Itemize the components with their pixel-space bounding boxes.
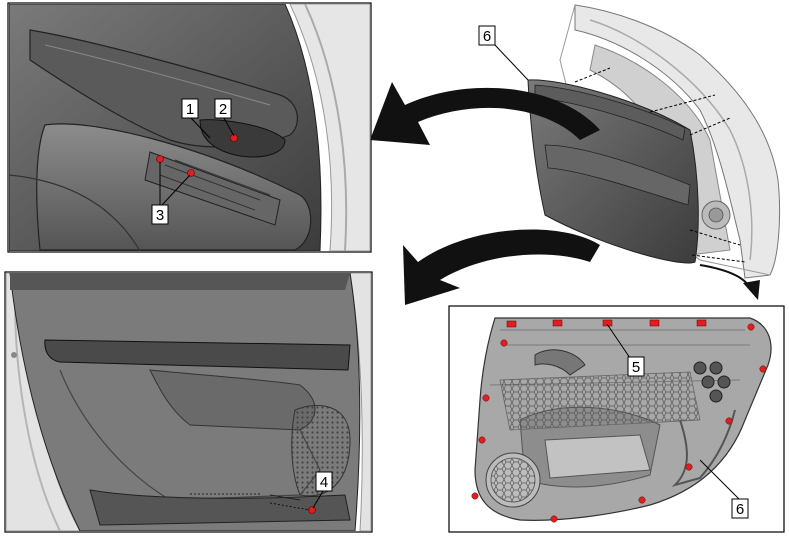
leader-6b bbox=[699, 459, 741, 501]
callout-1: 1 bbox=[181, 98, 199, 119]
leader-6a bbox=[494, 44, 529, 81]
clip-3b bbox=[187, 169, 195, 177]
detail-panel-bottom-right: 5 6 bbox=[448, 305, 785, 533]
svg-text:4: 4 bbox=[320, 474, 328, 491]
callout-6a: 6 bbox=[478, 25, 496, 46]
honeycomb-area bbox=[499, 371, 701, 431]
top-clip-brackets bbox=[506, 319, 707, 328]
clip-3a bbox=[156, 155, 164, 163]
pocket-back bbox=[544, 434, 651, 479]
callout-4: 4 bbox=[315, 471, 333, 492]
callout-2: 2 bbox=[214, 98, 232, 119]
svg-text:1: 1 bbox=[186, 101, 194, 118]
clip-4 bbox=[308, 506, 316, 514]
leader-2 bbox=[223, 117, 235, 137]
callout-3: 3 bbox=[151, 204, 169, 225]
svg-text:2: 2 bbox=[219, 101, 227, 118]
perimeter-clips bbox=[471, 323, 767, 523]
callout-6b: 6 bbox=[731, 498, 749, 519]
leader-5 bbox=[606, 323, 631, 359]
arrow-to-back-view bbox=[699, 264, 760, 300]
fastener-dash-lines bbox=[574, 67, 746, 263]
svg-text:3: 3 bbox=[156, 207, 164, 224]
detail-panel-top-left: 1 2 3 bbox=[7, 2, 372, 253]
leader-1 bbox=[190, 117, 211, 139]
leader-4 bbox=[312, 490, 324, 509]
arrow-to-bottom-detail bbox=[403, 229, 600, 305]
leader-3b bbox=[161, 174, 191, 206]
callout-5: 5 bbox=[627, 356, 645, 377]
arrow-to-top-detail bbox=[370, 82, 600, 145]
svg-text:5: 5 bbox=[632, 359, 640, 376]
svg-text:6: 6 bbox=[736, 501, 744, 518]
detail-panel-bottom-left: 4 bbox=[4, 271, 373, 533]
inside-handle bbox=[199, 119, 286, 158]
door-shell bbox=[574, 4, 781, 279]
door-pocket bbox=[149, 369, 316, 431]
clip-2 bbox=[230, 134, 238, 142]
leader-4-dash bbox=[269, 502, 311, 511]
svg-text:6: 6 bbox=[483, 28, 491, 45]
armrest-lower bbox=[44, 339, 351, 371]
door-frame bbox=[289, 4, 370, 251]
speaker-grille-lower bbox=[291, 404, 351, 497]
